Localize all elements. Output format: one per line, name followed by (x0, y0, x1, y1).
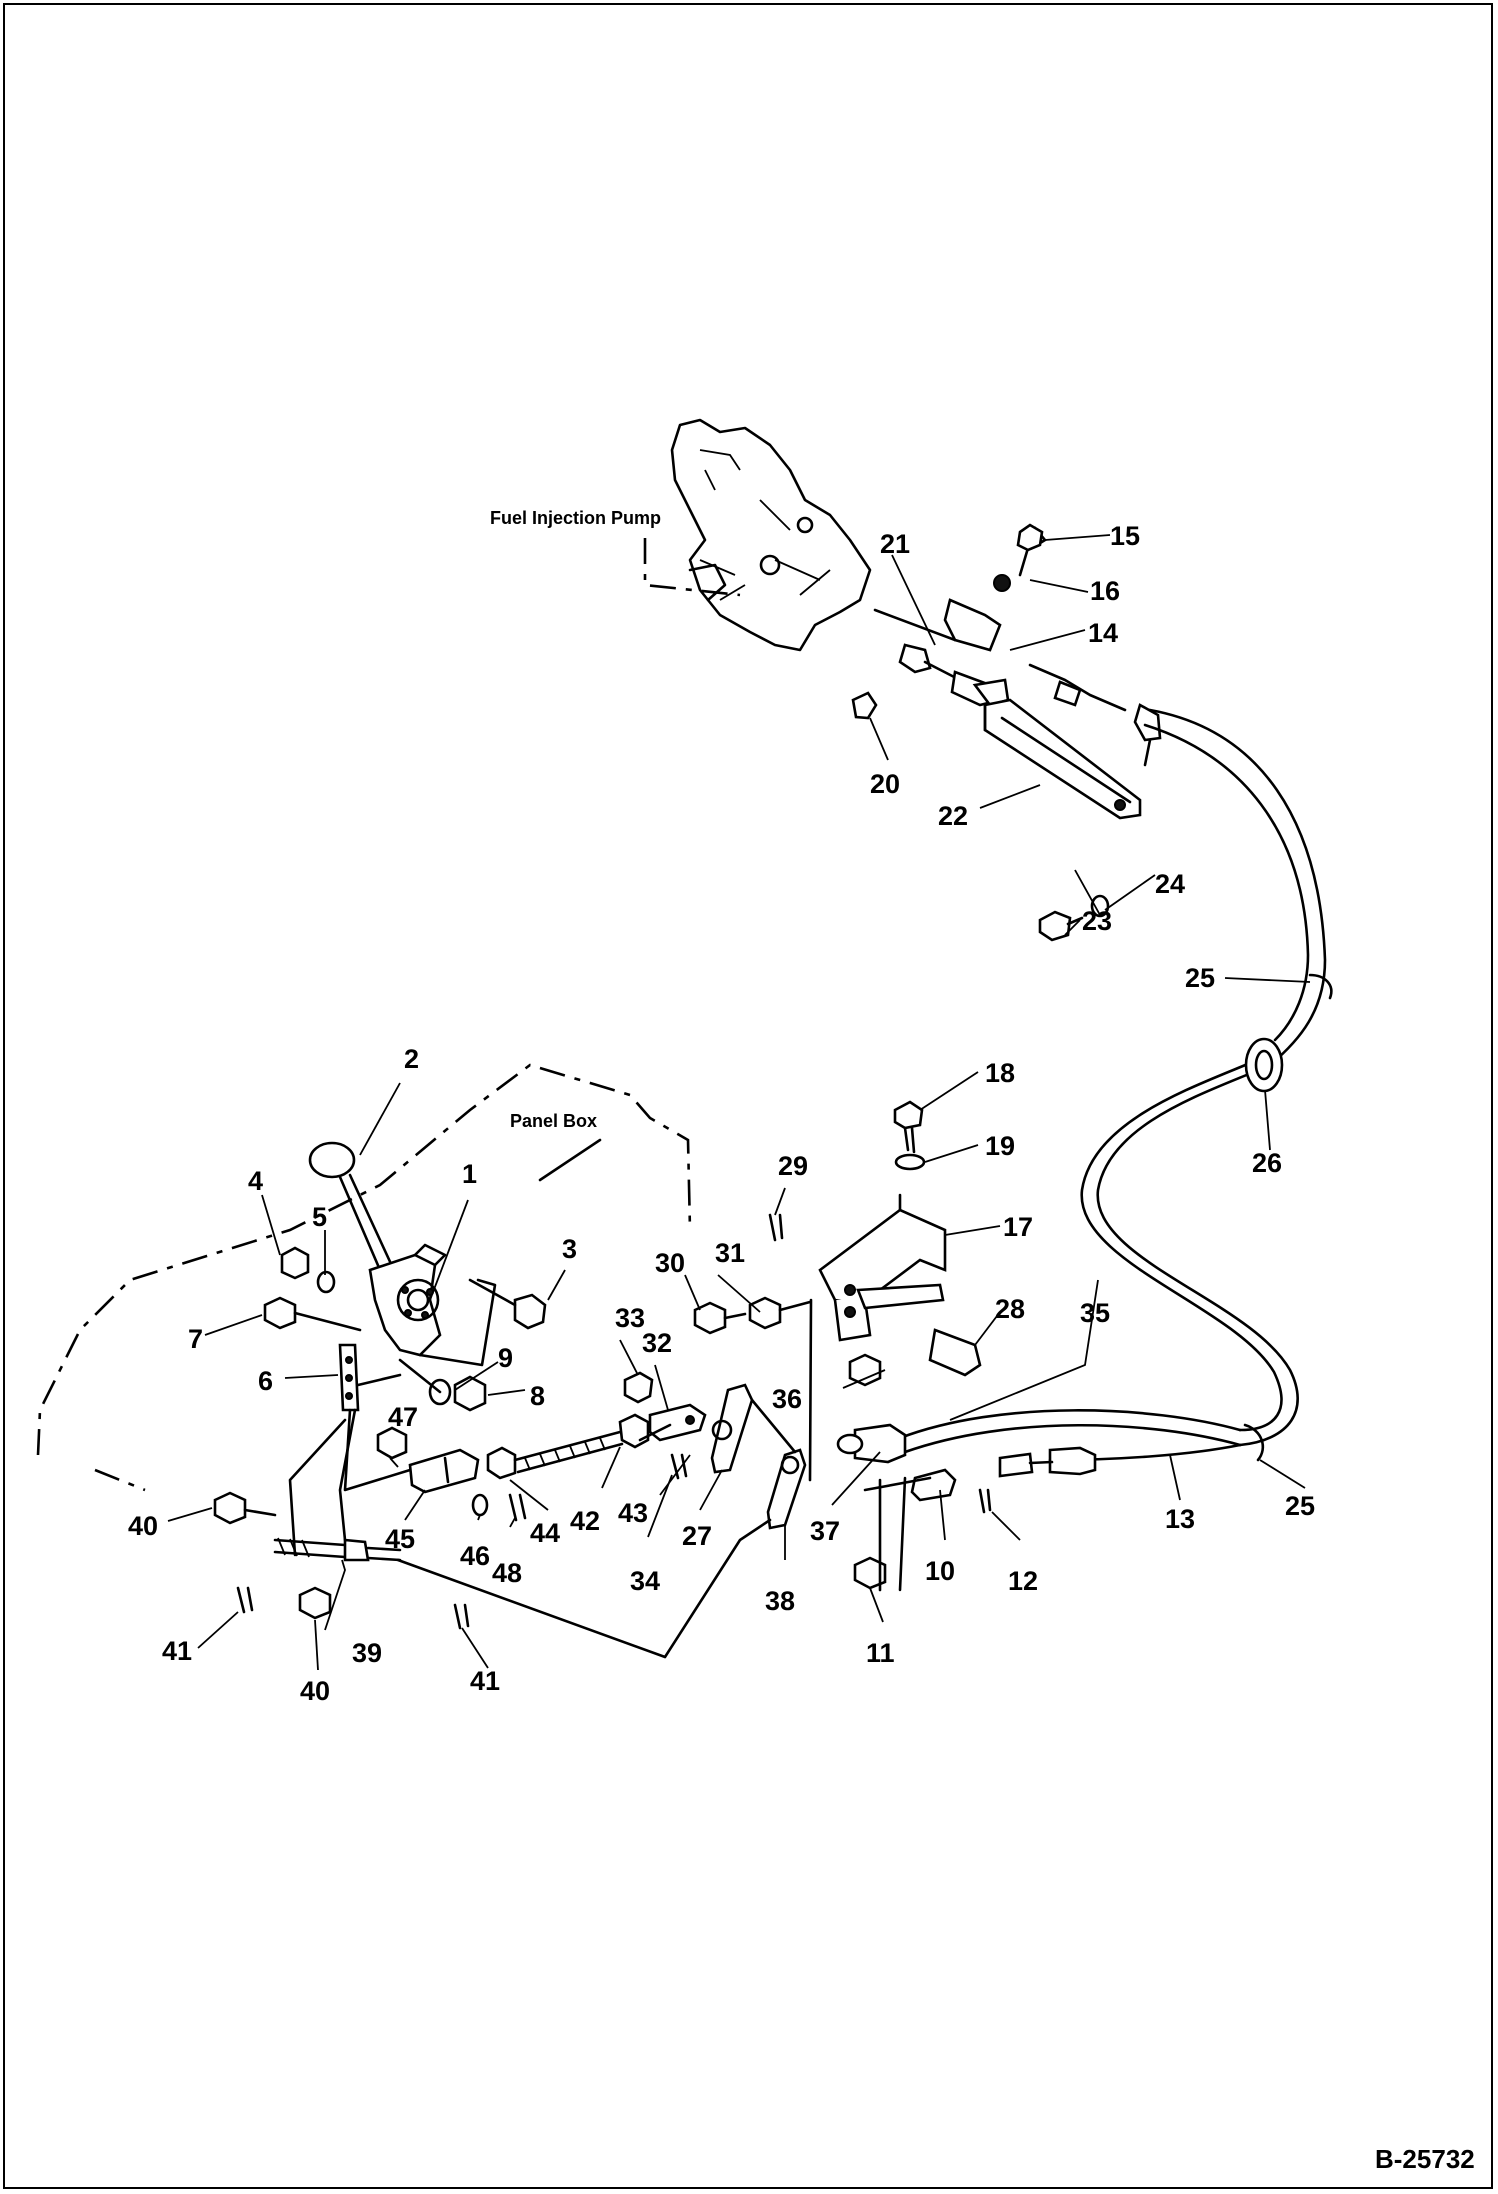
callout-41-bottom: 41 (470, 1666, 500, 1696)
callout-42: 42 (570, 1506, 600, 1536)
callout-28: 28 (995, 1294, 1025, 1324)
callout-39: 39 (352, 1638, 382, 1668)
callout-31: 31 (715, 1238, 745, 1268)
callout-18: 18 (985, 1058, 1015, 1088)
callout-3: 3 (562, 1234, 577, 1264)
callout-numbers: 2 1 3 4 5 7 6 9 8 15 16 14 21 20 22 24 2… (128, 521, 1315, 1706)
drawing-frame (3, 3, 1493, 2189)
callout-34: 34 (630, 1566, 660, 1596)
callout-19: 19 (985, 1131, 1015, 1161)
throttle-cables (836, 708, 1333, 1478)
callout-47: 47 (388, 1402, 418, 1432)
lever-assembly (263, 1141, 547, 1412)
callout-40-left: 40 (128, 1511, 158, 1541)
callout-46: 46 (460, 1541, 490, 1571)
callout-35: 35 (1080, 1298, 1110, 1328)
callout-12: 12 (1008, 1566, 1038, 1596)
callout-25-lower: 25 (1285, 1491, 1315, 1521)
callout-7: 7 (188, 1324, 203, 1354)
callout-37: 37 (810, 1516, 840, 1546)
callout-8: 8 (530, 1381, 545, 1411)
bracket-17 (768, 1100, 982, 1377)
callout-11: 11 (866, 1638, 895, 1668)
callout-32: 32 (642, 1328, 672, 1358)
callout-10: 10 (925, 1556, 955, 1586)
panel-box-label: Panel Box (510, 1111, 597, 1131)
rod-linkage (213, 1296, 992, 1659)
callout-36: 36 (772, 1384, 802, 1414)
callout-4: 4 (248, 1166, 263, 1196)
panel-box-outline-lower (94, 1468, 146, 1492)
leader-lines (167, 534, 1311, 1671)
callout-16: 16 (1090, 576, 1120, 606)
callout-25-upper: 25 (1185, 963, 1215, 993)
callout-38: 38 (765, 1586, 795, 1616)
callout-48: 48 (492, 1558, 522, 1588)
fuel-injection-pump (670, 418, 872, 652)
callout-9: 9 (498, 1343, 513, 1373)
callout-20: 20 (870, 769, 900, 799)
callout-17: 17 (1003, 1212, 1033, 1242)
callout-43: 43 (618, 1498, 648, 1528)
callout-45: 45 (385, 1524, 415, 1554)
callout-22: 22 (938, 801, 968, 831)
panel-box-outline (36, 1063, 692, 1456)
callout-27: 27 (682, 1521, 712, 1551)
callout-33: 33 (615, 1303, 645, 1333)
callout-2: 2 (404, 1044, 419, 1074)
callout-5: 5 (312, 1202, 327, 1232)
document-id: B-25732 (1375, 2144, 1475, 2174)
callout-30: 30 (655, 1248, 685, 1278)
pump-leader (643, 538, 741, 597)
pump-bracket-assembly (851, 523, 1162, 942)
panel-box-leader (538, 1138, 602, 1182)
callout-40-bottom: 40 (300, 1676, 330, 1706)
callout-41-left: 41 (162, 1636, 192, 1666)
callout-21: 21 (880, 529, 910, 559)
callout-14: 14 (1088, 618, 1118, 648)
callout-13: 13 (1165, 1504, 1195, 1534)
callout-15: 15 (1110, 521, 1140, 551)
callout-6: 6 (258, 1366, 273, 1396)
callout-1: 1 (462, 1159, 477, 1189)
callout-24: 24 (1155, 869, 1185, 899)
callout-44: 44 (530, 1518, 560, 1548)
callout-23: 23 (1082, 906, 1112, 936)
callout-29: 29 (778, 1151, 808, 1181)
fuel-injection-pump-label: Fuel Injection Pump (490, 508, 661, 528)
callout-26: 26 (1252, 1148, 1282, 1178)
